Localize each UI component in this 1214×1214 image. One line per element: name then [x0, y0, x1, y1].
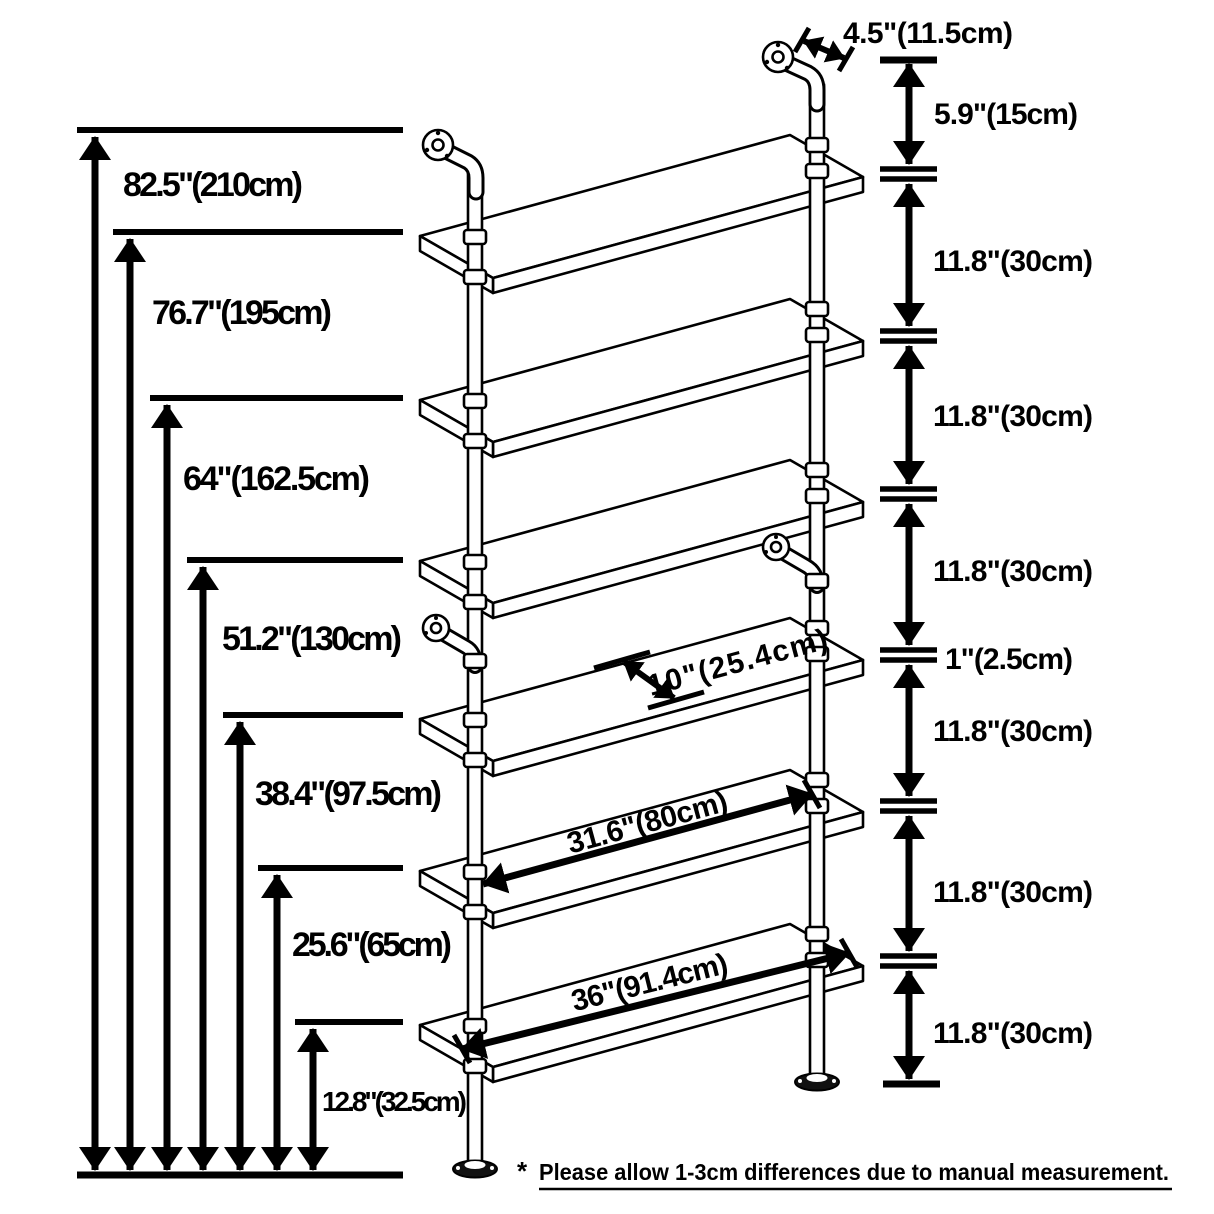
height-label: 64"(162.5cm)	[183, 460, 370, 498]
pipe-coupling	[462, 903, 488, 921]
spacing-label: 11.8"(30cm)	[933, 245, 1093, 278]
floor-flange-right	[794, 1072, 840, 1092]
pipe-coupling	[462, 863, 488, 881]
pipe-coupling	[462, 1017, 488, 1035]
footnote-text: Please allow 1-3cm differences due to ma…	[539, 1159, 1169, 1185]
wall-flange-hub	[771, 50, 785, 64]
spacing-label: 11.8"(30cm)	[933, 715, 1093, 748]
pipe-coupling	[804, 300, 830, 318]
shelf-board-1	[418, 133, 865, 295]
flange-screw	[775, 42, 781, 48]
pipe-coupling	[462, 553, 488, 571]
depth-arrow	[622, 659, 676, 701]
flange-screw	[764, 550, 768, 554]
length-tick	[801, 778, 823, 810]
wall-bracket-mid-left	[421, 613, 488, 674]
wall-bracket-top-left	[421, 128, 485, 201]
pipe-coupling	[804, 925, 830, 943]
depth-tick	[593, 649, 651, 671]
footnote: * Please allow 1-3cm differences due to …	[517, 1156, 1172, 1191]
flange-screw	[764, 59, 770, 65]
spacing-label: 11.8"(30cm)	[933, 1017, 1093, 1050]
pipe-coupling	[462, 228, 488, 246]
pipe-coupling	[804, 572, 830, 590]
height-label: 25.6"(65cm)	[292, 926, 452, 964]
spacing-label: 1"(2.5cm)	[945, 643, 1073, 676]
length-arrow	[482, 784, 813, 894]
pipe-coupling	[462, 432, 488, 450]
offset-tick	[836, 45, 856, 73]
flange-screw	[784, 65, 790, 71]
pipe-coupling	[462, 268, 488, 286]
wall-offset-dimension	[792, 26, 856, 73]
length-tick	[451, 1033, 473, 1065]
offset-tick	[792, 26, 812, 54]
pipe-coupling	[462, 751, 488, 769]
spacing-label: 11.8"(30cm)	[933, 555, 1093, 588]
pipe-coupling	[804, 487, 830, 505]
pipe-coupling	[462, 652, 488, 670]
pipe-coupling	[804, 461, 830, 479]
flange-screw	[424, 147, 430, 153]
wall-bracket-top-right	[761, 40, 826, 113]
flange-screw	[435, 130, 441, 136]
shelf-board-2	[418, 297, 865, 459]
spacing-label: 4.5"(11.5cm)	[843, 17, 1013, 50]
floor-flange-left	[452, 1159, 498, 1179]
left-height-dimensions: 82.5"(210cm) 76.7"(195cm) 64"(162.5cm) 5…	[77, 127, 467, 1179]
spacing-label: 5.9"(15cm)	[934, 98, 1078, 131]
length-tick	[838, 937, 860, 969]
flange-screw	[774, 535, 778, 539]
pipe-coupling	[804, 645, 830, 663]
shelf-board-3	[418, 458, 865, 620]
height-label: 82.5"(210cm)	[123, 166, 303, 204]
height-label: 51.2"(130cm)	[222, 620, 402, 658]
offset-arrow	[802, 36, 846, 63]
wall-flange-hub	[431, 138, 445, 152]
right-spacing-dimensions: 4.5"(11.5cm) 5.9"(15cm) 11.8"(30cm) 11.8…	[792, 17, 1093, 1088]
length-arrow	[461, 943, 850, 1059]
pipe-coupling	[462, 392, 488, 410]
wall-flange-hub	[429, 621, 443, 635]
flange-screw	[424, 631, 428, 635]
height-label: 38.4"(97.5cm)	[255, 775, 442, 813]
pipe-coupling	[804, 136, 830, 154]
pipe-coupling	[804, 326, 830, 344]
depth-tick	[647, 689, 705, 711]
height-label: 12.8"(32.5cm)	[322, 1086, 467, 1117]
pipe-coupling	[804, 162, 830, 180]
flange-screw	[444, 153, 450, 159]
footnote-marker: *	[517, 1156, 528, 1186]
wall-flange-hub	[769, 540, 783, 554]
pipe-coupling	[462, 711, 488, 729]
pipe-coupling	[462, 593, 488, 611]
spacing-label: 11.8"(30cm)	[933, 400, 1093, 433]
wall-bracket-mid-right	[761, 532, 830, 594]
spacing-label: 11.8"(30cm)	[933, 876, 1093, 909]
pipe-coupling	[804, 619, 830, 637]
height-label: 76.7"(195cm)	[152, 294, 332, 332]
shelf-board-5	[418, 768, 865, 930]
flange-screw	[434, 616, 438, 620]
